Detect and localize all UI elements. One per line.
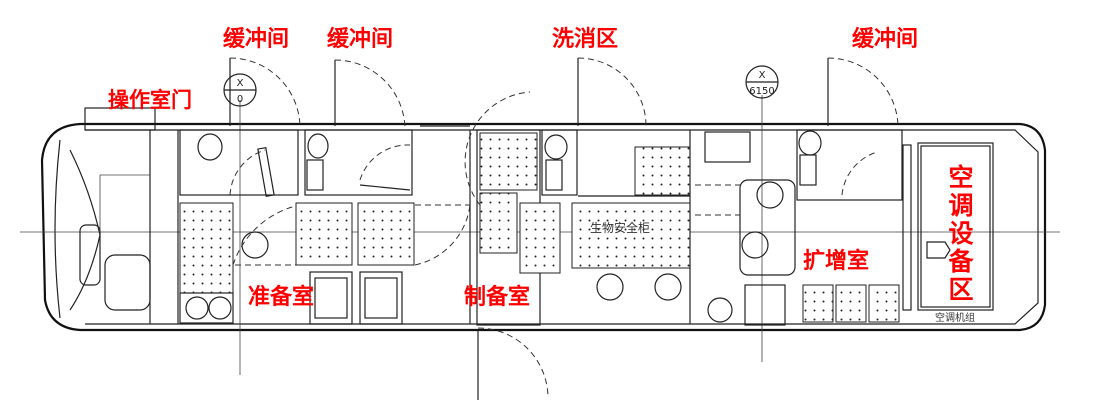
label-ac-area-char: 调 (948, 191, 973, 220)
production-room: 生物安全柜 (477, 130, 691, 400)
label-decon-area: 洗消区 (552, 27, 618, 52)
label-ac-area-char: 区 (948, 275, 973, 304)
label-ac-area-char: 备 (947, 247, 974, 276)
ac-unit-label: 空调机组 (935, 311, 975, 324)
axis-value: 0 (237, 94, 243, 105)
axis-marker-6150: X 6150 (745, 65, 779, 99)
label-production-room: 制备室 (464, 284, 530, 310)
label-amplification-room: 扩增室 (803, 248, 869, 274)
label-buffer-2: 缓冲间 (327, 26, 393, 52)
axis-value: 6150 (749, 86, 774, 97)
cab (79, 107, 179, 324)
label-ac-area-char: 空 (948, 163, 973, 192)
ac-equipment-area: 空调机组 (902, 142, 994, 324)
decon-area (464, 57, 690, 326)
prep-room (179, 202, 471, 325)
buffer-room-1 (179, 57, 301, 198)
amplification-room (695, 57, 903, 326)
biosafety-cabinet-label: 生物安全柜 (590, 220, 650, 235)
label-ac-area-char: 设 (948, 219, 973, 248)
label-prep-room: 准备室 (248, 284, 314, 310)
axis-letter: X (759, 70, 766, 81)
axis-marker-0: X 0 (223, 73, 257, 107)
biosafety-cabinet (571, 202, 691, 269)
label-operator-door: 操作室门 (108, 88, 192, 112)
label-buffer-1: 缓冲间 (223, 26, 289, 52)
label-buffer-3: 缓冲间 (852, 26, 918, 52)
axis-letter: X (237, 78, 244, 89)
buffer-room-2 (304, 59, 413, 196)
